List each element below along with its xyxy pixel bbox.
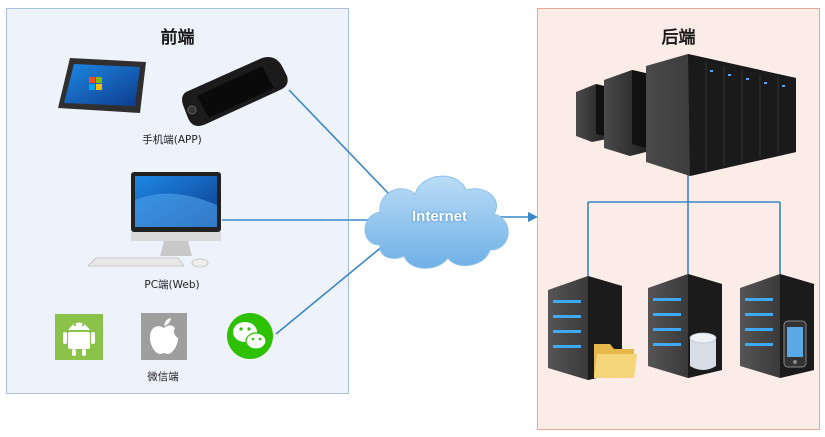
keyboard-icon bbox=[87, 257, 185, 267]
wechat-icon bbox=[227, 313, 273, 359]
tablet-icon bbox=[58, 58, 146, 113]
android-icon bbox=[55, 314, 103, 360]
wechat-label: 微信端 bbox=[147, 370, 179, 383]
data-center-servers-icon bbox=[576, 54, 796, 176]
mouse-icon bbox=[191, 258, 209, 268]
internet-label: Internet bbox=[412, 208, 468, 225]
database-icon bbox=[689, 332, 717, 370]
desktop-computer-icon bbox=[131, 172, 221, 256]
backend-title: 后端 bbox=[661, 28, 696, 48]
pc-label: PC端(Web) bbox=[144, 278, 199, 291]
phone-icon bbox=[783, 320, 807, 368]
mobile-label: 手机端(APP) bbox=[142, 133, 202, 146]
folder-icon bbox=[594, 344, 637, 378]
frontend-title: 前端 bbox=[160, 28, 195, 48]
smartphone-icon bbox=[182, 57, 288, 126]
internet-cloud-icon bbox=[364, 175, 509, 269]
apple-icon bbox=[141, 313, 187, 360]
